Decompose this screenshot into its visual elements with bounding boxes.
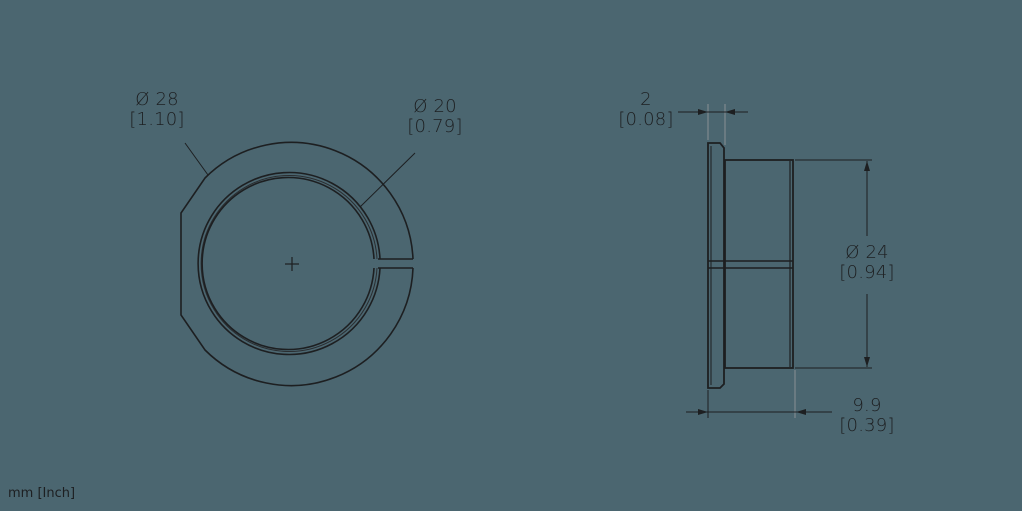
- label-body-diameter: Ø 24 [0.94]: [832, 243, 902, 283]
- bore-inner: [201, 176, 375, 351]
- label-inner-diameter: Ø 20 [0.79]: [400, 97, 470, 137]
- bore-middle: [200, 175, 378, 352]
- body-outline: [724, 159, 794, 369]
- units-label: mm [Inch]: [8, 486, 76, 501]
- label-flange-thickness: 2 [0.08]: [608, 90, 684, 130]
- total-length-inch: [0.39]: [839, 415, 895, 436]
- side-view: [707, 142, 794, 389]
- body-diameter-mm: Ø 24: [845, 242, 889, 263]
- flange-thickness-inch: [0.08]: [618, 109, 674, 130]
- inner-diameter-mm: Ø 20: [413, 96, 457, 117]
- leader-outer-diameter: [184, 142, 209, 176]
- bore-outer: [197, 171, 381, 356]
- label-outer-diameter: Ø 28 [1.10]: [122, 90, 192, 130]
- flange-thickness-mm: 2: [640, 89, 652, 110]
- outer-diameter-mm: Ø 28: [135, 89, 179, 110]
- front-view: [180, 141, 416, 387]
- leader-inner-diameter: [359, 152, 416, 208]
- inner-diameter-inch: [0.79]: [407, 116, 463, 137]
- outer-contour: [180, 141, 414, 387]
- dimensions: [678, 104, 872, 418]
- outer-diameter-inch: [1.10]: [129, 109, 185, 130]
- label-total-length: 9.9 [0.39]: [832, 396, 902, 436]
- total-length-mm: 9.9: [852, 395, 882, 416]
- body-diameter-inch: [0.94]: [839, 262, 895, 283]
- flange-outline: [707, 142, 725, 389]
